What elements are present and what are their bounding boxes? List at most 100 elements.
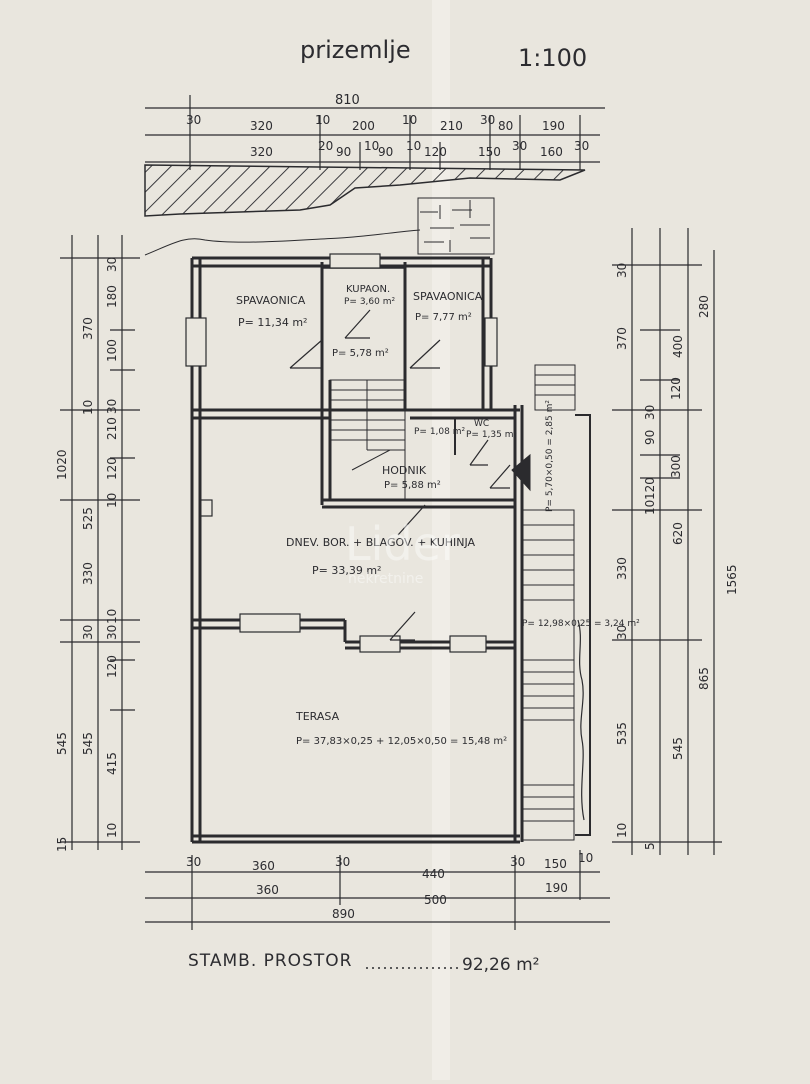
top-dimensions — [145, 95, 605, 170]
room-area-hall-upper: P= 5,78 m² — [332, 348, 389, 359]
top-dim-r1-6: 30 — [480, 113, 495, 127]
bottom-dim-r1-1: 360 — [252, 859, 275, 873]
left-dim-mid-4: 545 — [81, 732, 95, 755]
top-dim-r2-6: 120 — [424, 145, 447, 159]
room-name-bedroom-1: SPAVAONICA — [236, 294, 306, 307]
right-dim-inner2-6: 30 — [643, 405, 657, 420]
top-dim-r1-4: 10 — [402, 113, 417, 127]
top-dim-r2-8: 30 — [512, 139, 527, 153]
right-dim-total: 1565 — [725, 564, 739, 595]
room-area-wc: P= 1,35 m² — [466, 430, 517, 440]
stone-wall — [417, 197, 495, 255]
right-dim-inner2-0: 280 — [697, 295, 711, 318]
left-dim-inner-9: 120 — [105, 655, 119, 678]
room-area-storage: P= 1,08 m² — [414, 427, 465, 437]
left-dim-inner-3: 30 — [105, 399, 119, 414]
top-dim-r2-1: 20 — [318, 139, 333, 153]
right-dim-inner2-5: 10 — [643, 500, 657, 515]
left-dim-mid-2: 330 — [81, 562, 95, 585]
watermark: Lider nekretnine — [345, 517, 460, 587]
left-dim-inner-1: 180 — [105, 285, 119, 308]
plan-scale: 1:100 — [518, 44, 587, 72]
right-dim-inner-1: 370 — [615, 327, 629, 350]
room-name-terrace: TERASA — [295, 710, 340, 723]
right-dim-inner-5: 10 — [615, 823, 629, 838]
right-dim-inner-6: 5 — [643, 842, 657, 850]
room-name-bedroom-2: SPAVAONICA — [413, 290, 483, 303]
top-dim-r2-9: 160 — [540, 145, 563, 159]
footer-value: 92,26 m² — [462, 955, 539, 975]
stair-label-upper: P= 5,70×0,50 = 2,85 m² — [545, 400, 555, 512]
right-dim-outer-0: 865 — [697, 667, 711, 690]
paper-fold — [432, 0, 450, 1080]
left-dim-mid-3: 30 — [81, 625, 95, 640]
left-dim-inner-11: 10 — [105, 823, 119, 838]
bottom-dim-r2-2: 190 — [545, 881, 568, 895]
room-name-hallway: HODNIK — [382, 464, 427, 477]
left-dim-outer-0: 525 — [81, 507, 95, 530]
left-dim-inner-7: 10 — [105, 609, 119, 624]
bottom-dim-r2-0: 360 — [256, 883, 279, 897]
top-dim-r2-3: 10 — [364, 139, 379, 153]
bottom-dim-r1-0: 30 — [186, 855, 201, 869]
room-area-bedroom-2: P= 7,77 m² — [415, 312, 472, 323]
left-dim-outer-1: 545 — [55, 732, 69, 755]
exterior-stairs — [511, 364, 591, 841]
windows — [185, 253, 498, 653]
room-name-living: DNEV. BOR. + BLAGOV. + KUHINJA — [286, 536, 476, 549]
left-dim-mid-1: 10 — [81, 400, 95, 415]
left-dim-inner-0: 30 — [105, 257, 119, 272]
room-area-terrace: P= 37,83×0,25 + 12,05×0,50 = 15,48 m² — [296, 736, 507, 747]
stair-label-lower: P= 12,98×0,25 = 3,24 m² — [522, 619, 640, 629]
top-dim-r1-0: 30 — [186, 113, 201, 127]
bottom-dim-r1-6: 10 — [578, 851, 593, 865]
right-dim-mid-1: 620 — [671, 522, 685, 545]
bottom-dim-r1-2: 30 — [335, 855, 350, 869]
right-dim-inner-2: 330 — [615, 557, 629, 580]
room-area-bathroom: P= 3,60 m² — [344, 297, 395, 307]
right-dim-mid-0: 400 — [671, 335, 685, 358]
right-dim-inner-0: 30 — [615, 263, 629, 278]
top-dim-r2-7: 150 — [478, 145, 501, 159]
bottom-dim-r1-5: 150 — [544, 857, 567, 871]
left-dim-inner-5: 10 — [105, 493, 119, 508]
right-dim-inner2-1: 120 — [669, 377, 683, 400]
left-dim-inner-10: 415 — [105, 752, 119, 775]
bottom-dimensions — [145, 850, 610, 930]
top-dim-r1-8: 190 — [542, 119, 565, 133]
doors — [199, 309, 511, 641]
top-dim-r1-5: 210 — [440, 119, 463, 133]
right-dimensions — [612, 228, 722, 855]
bottom-dim-total: 890 — [332, 907, 355, 921]
right-dim-inner2-4: 120 — [643, 477, 657, 500]
left-dim-inner-12: 15 — [55, 837, 69, 852]
left-dim-total: 1020 — [55, 449, 69, 480]
bottom-dim-r2-1: 500 — [424, 893, 447, 907]
bottom-dim-r1-3: 440 — [422, 867, 445, 881]
top-dim-r2-5: 10 — [406, 139, 421, 153]
top-dim-r1-2: 10 — [315, 113, 330, 127]
bottom-dim-r1-4: 30 — [510, 855, 525, 869]
footer-label: STAMB. PROSTOR — [188, 951, 352, 971]
right-dim-inner2-2: 300 — [669, 455, 683, 478]
terrain-contour — [144, 229, 421, 256]
room-area-hallway: P= 5,88 m² — [384, 480, 441, 491]
room-name-bathroom: KUPAON. — [346, 284, 390, 295]
right-dim-inner-3: 30 — [615, 625, 629, 640]
top-dim-r1-1: 320 — [250, 119, 273, 133]
top-dim-r2-10: 30 — [574, 139, 589, 153]
left-dim-inner-4: 210 — [105, 417, 119, 440]
right-dim-inner2-3: 90 — [643, 430, 657, 445]
left-dim-inner-2: 100 — [105, 339, 119, 362]
top-dim-r2-0: 320 — [250, 145, 273, 159]
top-dim-r2-2: 90 — [336, 145, 351, 159]
left-dimensions — [60, 235, 140, 850]
watermark-line2: nekretnine — [348, 571, 423, 587]
watermark-line1: Lider — [345, 517, 460, 571]
left-dim-mid-0: 370 — [81, 317, 95, 340]
room-name-wc: WC — [474, 419, 489, 429]
room-area-bedroom-1: P= 11,34 m² — [238, 316, 307, 329]
top-dim-r1-7: 80 — [498, 119, 513, 133]
